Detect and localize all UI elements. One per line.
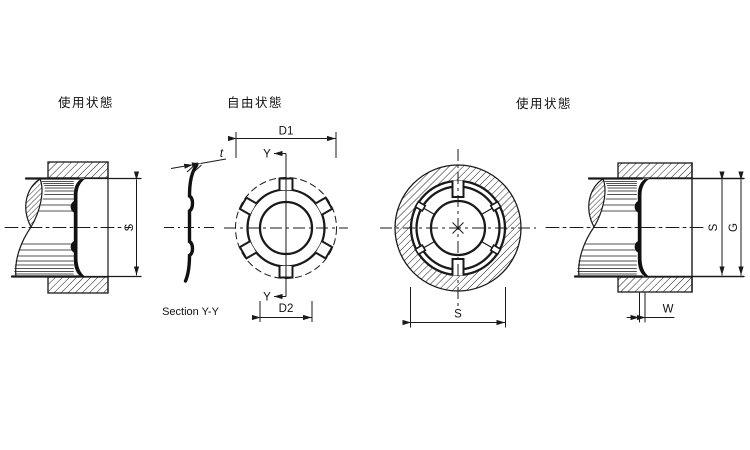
- dimension-t: [170, 158, 227, 175]
- dim-label-s-right: S: [708, 223, 720, 231]
- dim-label-s-front: S: [454, 309, 462, 321]
- plate-section-top-right: [617, 162, 693, 179]
- dim-label-d1: D1: [279, 126, 294, 138]
- prong-tabs-free: [238, 177, 334, 279]
- nut-cross-section: [183, 163, 199, 283]
- plate-section-bottom-right: [617, 276, 693, 293]
- section-mark-bottom: Y: [263, 292, 271, 304]
- plate-section-top: [47, 161, 109, 179]
- section-caption: Section Y-Y: [162, 306, 220, 318]
- section-mark-top: Y: [263, 149, 271, 161]
- plate-section-bottom: [47, 276, 109, 294]
- dimension-g: G: [728, 171, 744, 276]
- view-used-state-front: S: [380, 149, 536, 328]
- left-view-title: 使用状態: [58, 95, 114, 110]
- section-arrow-bottom: Y: [263, 292, 286, 304]
- dim-label-t: t: [220, 148, 224, 160]
- view-section-yy: t Section Y-Y: [162, 148, 227, 318]
- view-free-state: 自由状態 Y Y D1: [224, 95, 348, 322]
- dimension-d2: D2: [251, 301, 313, 322]
- shaft-break-section: [25, 178, 43, 229]
- view-used-state-right: 使用状態 S: [516, 96, 745, 323]
- shaft-break-section-right: [588, 178, 606, 229]
- dimension-s-front: S: [402, 287, 506, 328]
- right-view-title: 使用状態: [516, 96, 572, 111]
- section-arrow-top: Y: [263, 149, 286, 161]
- view-used-state-left: 使用状態 S: [4, 95, 142, 294]
- dim-label-d2: D2: [279, 303, 294, 315]
- shaft-break-edge-right: [578, 226, 595, 278]
- dimension-s-right: S: [708, 171, 725, 276]
- center-mark: [452, 222, 464, 234]
- dimension-d1: D1: [227, 126, 337, 158]
- dim-label-g: G: [728, 223, 740, 232]
- shaft-break-edge: [15, 226, 32, 278]
- free-view-title: 自由状態: [227, 95, 283, 110]
- dim-label-w: W: [663, 304, 674, 316]
- dimension-w: W: [626, 292, 675, 323]
- shaft-right: [573, 177, 644, 278]
